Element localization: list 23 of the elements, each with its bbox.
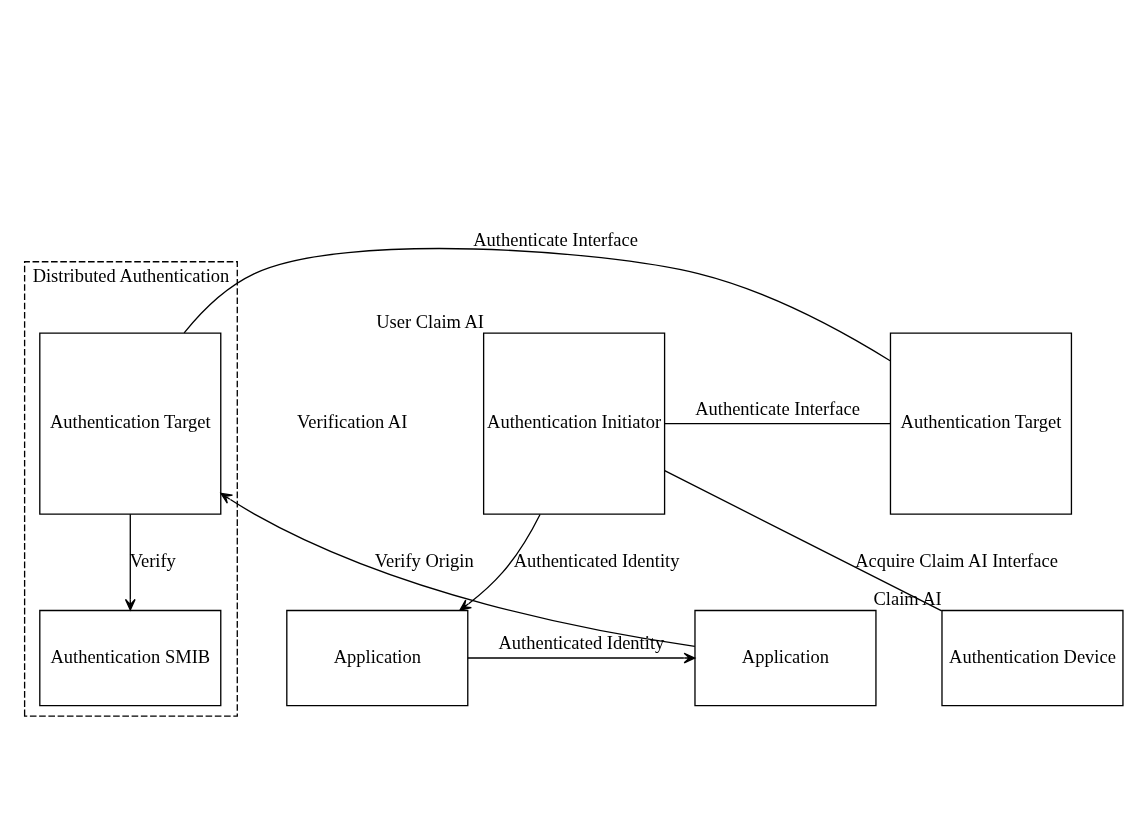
arrow <box>220 492 696 647</box>
edge-label: Verify Origin <box>374 551 474 572</box>
node-label: Claim AI <box>873 589 942 610</box>
arrow <box>459 513 541 611</box>
edge-label: Authenticated Identity <box>513 551 680 572</box>
node-box: Authentication SMIB <box>39 609 222 707</box>
edge-label: Authenticate Interface <box>695 398 860 419</box>
edge-label: Authenticated Identity <box>498 633 665 654</box>
node-box: Authentication Target <box>889 332 1073 515</box>
arrow <box>124 513 136 611</box>
edge-label: Authenticate Interface <box>473 230 638 251</box>
edge-label: Acquire Claim AI Interface <box>855 551 1058 572</box>
node-box: Application <box>286 609 469 707</box>
node-box: Authentication Initiator <box>482 332 666 515</box>
node-box: Authentication Target <box>39 332 222 515</box>
node-box: Authentication Device <box>941 609 1124 707</box>
node-label: User Claim AI <box>376 312 485 333</box>
connector <box>183 247 891 362</box>
label: Verification AI <box>297 412 408 433</box>
arrow <box>467 652 696 664</box>
connector <box>664 422 892 425</box>
node-box: Application <box>694 609 877 707</box>
connector <box>664 470 943 612</box>
